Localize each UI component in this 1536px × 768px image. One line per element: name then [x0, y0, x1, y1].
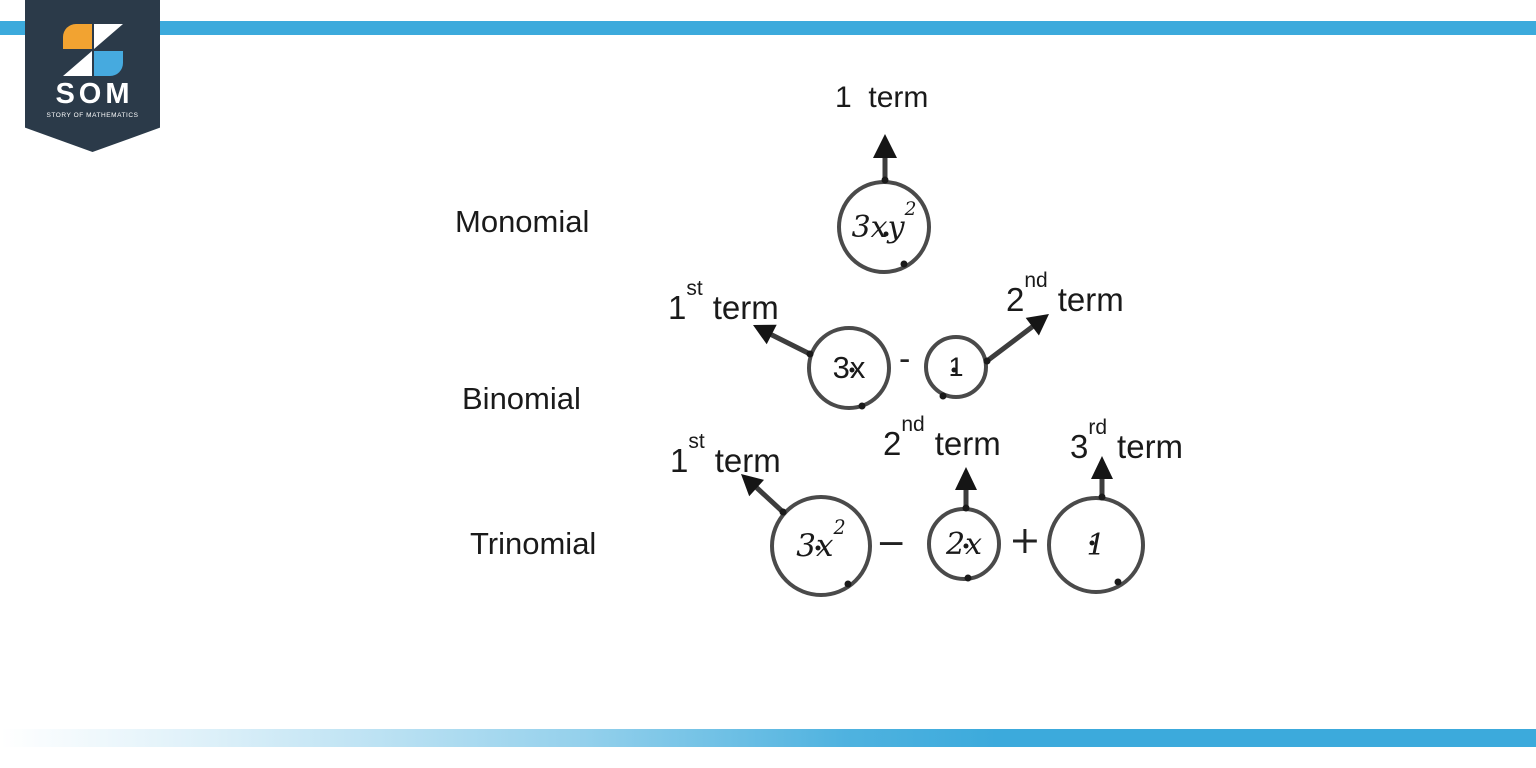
- trinomial-arrow1-line: [754, 485, 786, 515]
- binomial-second-term-label: 2ndterm: [1006, 269, 1124, 318]
- binomial-row-label: Binomial: [462, 381, 581, 416]
- trinomial-third-term-label: 3rdterm: [1070, 416, 1184, 465]
- trinomial-term2-circle: 2x: [927, 507, 1001, 581]
- logo-acronym: SOM: [55, 78, 134, 110]
- monomial-term-count-label: 1 term: [835, 81, 929, 114]
- binomial-operand2: 1: [948, 351, 964, 382]
- trinomial-first-term-label: 1stterm: [670, 430, 781, 479]
- trinomial-operand3: 1: [1086, 527, 1106, 563]
- binomial-term1-circle: 3x: [807, 326, 891, 410]
- trinomial-second-term-label: 2ndterm: [883, 413, 1001, 462]
- trinomial-term3-circle: 1: [1047, 496, 1145, 594]
- logo-tagline: STORY OF MATHEMATICS: [46, 112, 139, 119]
- monomial-term-circle: 3xy2: [837, 180, 931, 274]
- trinomial-arrowhead2-icon: [955, 467, 977, 490]
- top-accent-stripe: [0, 21, 1536, 35]
- trinomial-operand2: 2x: [945, 526, 982, 562]
- binomial-first-term-label: 1stterm: [668, 277, 779, 326]
- monomial-expression: 3xy2: [851, 199, 917, 245]
- binomial-arrow1-line: [769, 332, 813, 357]
- som-logo-ribbon: SOM STORY OF MATHEMATICS: [25, 0, 160, 152]
- trinomial-row-label: Trinomial: [470, 526, 597, 561]
- trinomial-operand1: 3x2: [796, 516, 846, 564]
- monomial-row-label: Monomial: [455, 204, 590, 239]
- bottom-accent-stripe: [0, 729, 1536, 747]
- trinomial-operator2: +: [1009, 518, 1041, 562]
- binomial-arrow2-line: [984, 324, 1035, 364]
- trinomial-term1-circle: 3x2: [770, 495, 872, 597]
- monomial-arrowhead-icon: [873, 134, 897, 158]
- trinomial-operator1: −: [876, 523, 907, 564]
- binomial-arrowhead1-icon: [753, 324, 777, 345]
- binomial-term2-circle: 1: [924, 335, 988, 399]
- binomial-operator: -: [899, 340, 911, 378]
- som-pinwheel-icon: [62, 24, 123, 76]
- binomial-operand1: 3x: [832, 350, 866, 385]
